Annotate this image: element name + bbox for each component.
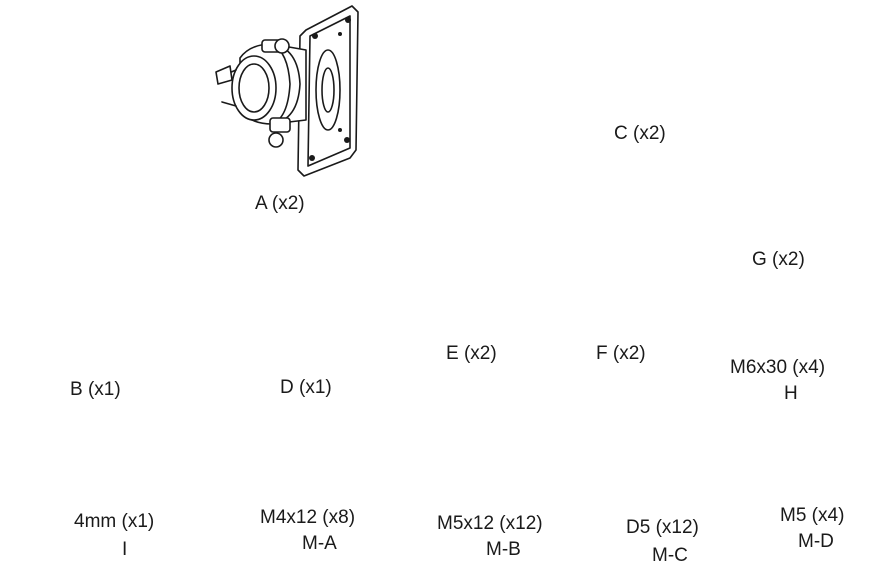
part-a-bracket-drawing — [215, 5, 359, 177]
part-m-c-code: M-C — [652, 545, 688, 566]
part-d-label: D (x1) — [280, 377, 332, 398]
part-a-label: A (x2) — [255, 193, 305, 214]
part-f-label: F (x2) — [596, 343, 646, 364]
part-m-a-label: M4x12 (x8) — [260, 507, 356, 528]
part-b-label: B (x1) — [70, 379, 121, 400]
part-m-a-code: M-A — [302, 533, 337, 554]
part-c-label: C (x2) — [614, 123, 666, 144]
part-e-label: E (x2) — [446, 343, 497, 364]
part-m-b-code: M-B — [486, 539, 521, 560]
part-i-code: I — [122, 539, 128, 560]
part-m-b-label: M5x12 (x12) — [437, 513, 543, 534]
part-g-label: G (x2) — [752, 249, 805, 270]
part-m-d-code: M-D — [798, 531, 834, 552]
part-m-d-label: M5 (x4) — [780, 505, 845, 526]
part-h-code: H — [784, 383, 798, 404]
part-i-label: 4mm (x1) — [74, 511, 155, 532]
part-m-c-label: D5 (x12) — [626, 517, 699, 538]
part-h-label: M6x30 (x4) — [730, 357, 826, 378]
